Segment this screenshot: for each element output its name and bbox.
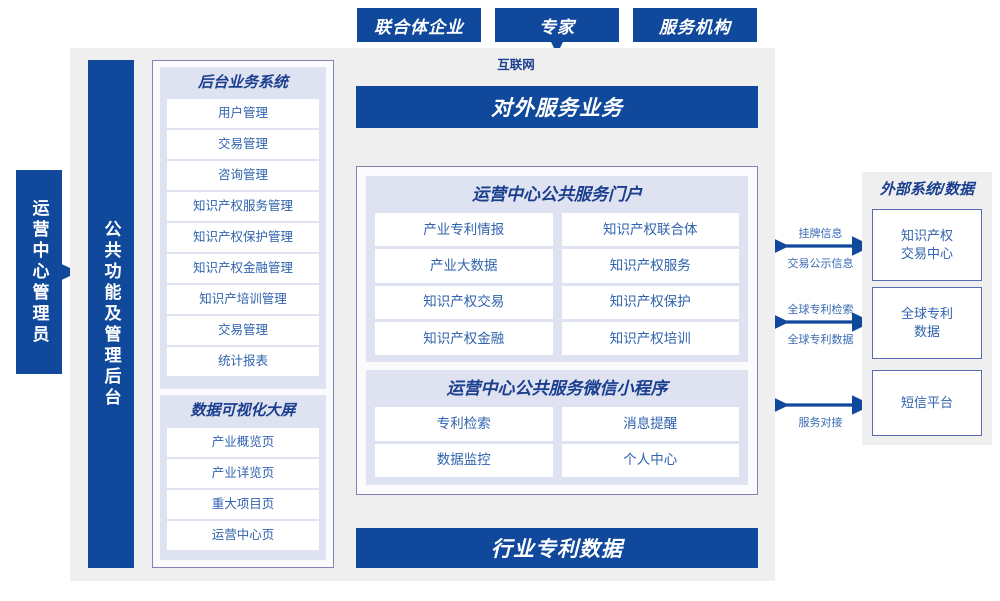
connector-label-below: 全球专利数据 — [787, 334, 854, 346]
backend-item[interactable]: 统计报表 — [167, 347, 319, 376]
portal-item[interactable]: 产业大数据 — [375, 249, 553, 283]
portal-item-label: 知识产权交易 — [423, 294, 505, 310]
miniprogram-item-grid: 专利检索 消息提醒 数据监控 个人中心 — [375, 407, 739, 477]
external-system-line1: 短信平台 — [900, 395, 953, 411]
portal-item[interactable]: 知识产权交易 — [375, 285, 553, 319]
portal-item-label: 知识产权服务 — [609, 258, 691, 274]
backend-item-label: 交易管理 — [217, 323, 268, 338]
admin-backend-label: 公共功能及管理后台 — [101, 219, 121, 409]
backend-item-label: 用户管理 — [217, 106, 268, 121]
industry-patent-data-label: 行业专利数据 — [491, 538, 623, 561]
portal-item[interactable]: 知识产权培训 — [561, 321, 739, 355]
backend-item[interactable]: 咨询管理 — [167, 161, 319, 190]
admin-backend-column[interactable]: 公共功能及管理后台 — [88, 60, 134, 568]
backend-item-label: 知识产培训管理 — [199, 292, 287, 307]
miniprogram-item-label: 专利检索 — [436, 415, 491, 431]
miniprogram-item[interactable]: 数据监控 — [375, 443, 553, 477]
backend-item[interactable]: 知识产培训管理 — [167, 285, 319, 314]
backend-item[interactable]: 交易管理 — [167, 316, 319, 345]
backend-item-label: 知识产权金融管理 — [192, 261, 293, 276]
external-service-label: 对外服务业务 — [491, 97, 623, 120]
dataviz-item-label: 运营中心页 — [211, 528, 275, 543]
external-service-bar[interactable]: 对外服务业务 — [356, 86, 758, 128]
backend-item[interactable]: 交易管理 — [167, 130, 319, 159]
portal-item[interactable]: 知识产权金融 — [375, 321, 553, 355]
portal-item-label: 知识产权培训 — [609, 330, 691, 346]
miniprogram-item-label: 个人中心 — [623, 452, 678, 468]
dataviz-item[interactable]: 重大项目页 — [167, 490, 319, 519]
portal-item-label: 知识产权保护 — [609, 294, 691, 310]
dataviz-item-label: 重大项目页 — [211, 497, 275, 512]
miniprogram-item[interactable]: 个人中心 — [561, 443, 739, 477]
external-system-ip-exchange[interactable]: 知识产权 交易中心 — [872, 209, 982, 281]
external-system-sms-platform[interactable]: 短信平台 — [872, 370, 982, 436]
external-system-line2: 数据 — [913, 324, 940, 339]
miniprogram-item[interactable]: 消息提醒 — [561, 407, 739, 441]
portal-item[interactable]: 产业专利情报 — [375, 213, 553, 247]
backend-item[interactable]: 知识产权保护管理 — [167, 223, 319, 252]
dataviz-item[interactable]: 产业概览页 — [167, 428, 319, 457]
backend-item-label: 知识产权服务管理 — [192, 199, 293, 214]
miniprogram-item[interactable]: 专利检索 — [375, 407, 553, 441]
external-system-line2: 交易中心 — [900, 246, 953, 261]
backend-item-label: 交易管理 — [217, 137, 268, 152]
portal-item-grid: 产业专利情报 知识产权联合体 产业大数据 知识产权服务 知识产权交易 知识产权保… — [375, 213, 739, 355]
dataviz-item[interactable]: 运营中心页 — [167, 521, 319, 550]
top-actor-expert[interactable]: 专家 — [495, 8, 619, 42]
top-actor-service-org[interactable]: 服务机构 — [633, 8, 757, 42]
portal-item-label: 产业专利情报 — [423, 221, 505, 237]
external-systems-title: 外部系统/数据 — [879, 181, 975, 198]
external-system-line1: 知识产权 — [900, 228, 953, 244]
connector-label-below: 服务对接 — [798, 417, 843, 429]
connector-label-below: 交易公示信息 — [787, 258, 854, 270]
portal-item-label: 知识产权联合体 — [603, 221, 698, 237]
dataviz-item[interactable]: 产业详览页 — [167, 459, 319, 488]
dataviz-item-label: 产业概览页 — [211, 435, 275, 450]
industry-patent-data-bar[interactable]: 行业专利数据 — [356, 528, 758, 568]
backend-item[interactable]: 知识产权服务管理 — [167, 192, 319, 221]
miniprogram-item-label: 消息提醒 — [623, 415, 678, 431]
dataviz-item-label: 产业详览页 — [211, 466, 275, 481]
external-system-global-patent-data[interactable]: 全球专利 数据 — [872, 287, 982, 359]
portal-item-label: 产业大数据 — [430, 258, 498, 274]
dataviz-item-list: 产业概览页 产业详览页 重大项目页 运营中心页 — [167, 428, 319, 554]
miniprogram-item-label: 数据监控 — [436, 452, 491, 468]
external-system-line1: 全球专利 — [900, 306, 953, 322]
dataviz-title: 数据可视化大屏 — [190, 402, 296, 419]
left-actor-operations-admin[interactable]: 运营中心管理员 — [16, 170, 62, 374]
miniprogram-title: 运营中心公共服务微信小程序 — [446, 379, 668, 398]
portal-title: 运营中心公共服务门户 — [472, 185, 642, 204]
internet-label: 互联网 — [497, 58, 535, 72]
portal-item-label: 知识产权金融 — [423, 330, 505, 346]
connector-label-above: 全球专利检索 — [787, 304, 854, 316]
left-actor-label: 运营中心管理员 — [29, 198, 49, 346]
top-actor-label: 专家 — [539, 17, 575, 37]
top-actor-label: 联合体企业 — [374, 17, 464, 37]
backend-item-label: 统计报表 — [217, 354, 268, 369]
backend-item[interactable]: 知识产权金融管理 — [167, 254, 319, 283]
connector-label-above: 挂牌信息 — [798, 228, 843, 240]
backend-item-list: 用户管理 交易管理 咨询管理 知识产权服务管理 知识产权保护管理 知识产权金融管… — [167, 99, 319, 383]
top-actor-label: 服务机构 — [659, 17, 731, 37]
backend-item-label: 知识产权保护管理 — [192, 230, 293, 245]
backend-business-title: 后台业务系统 — [197, 74, 288, 91]
backend-item[interactable]: 用户管理 — [167, 99, 319, 128]
portal-item[interactable]: 知识产权服务 — [561, 249, 739, 283]
top-actor-consortium[interactable]: 联合体企业 — [357, 8, 481, 42]
portal-item[interactable]: 知识产权保护 — [561, 285, 739, 319]
backend-item-label: 咨询管理 — [217, 168, 268, 183]
portal-item[interactable]: 知识产权联合体 — [561, 213, 739, 247]
